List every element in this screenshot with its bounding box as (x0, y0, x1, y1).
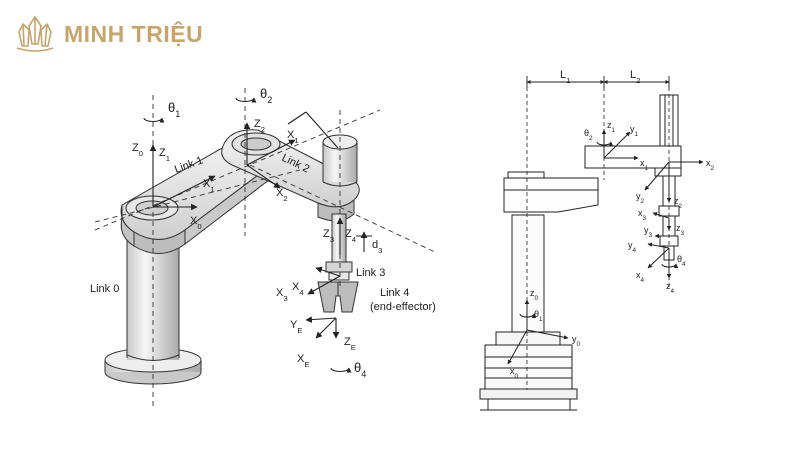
right-scara-diagram (479, 76, 704, 411)
right-x3-label: x3 (638, 208, 647, 222)
link-2-arm (221, 129, 360, 222)
left-dashed-axes (94, 88, 436, 410)
right-labels: L1 L2 θ1 θ2 θ4 z0 z1 z2 z3 z4 x0 x1 x2 x… (510, 69, 715, 380)
xe-label: XE (297, 353, 309, 369)
right-theta2-label: θ2 (584, 128, 593, 142)
link-4-end-effector (317, 281, 359, 313)
right-dimension-lines (526, 76, 670, 88)
d3-label: d3 (372, 239, 382, 255)
ye-label: YE (290, 319, 302, 335)
left-rotation-arrows (143, 97, 352, 373)
right-z1-label: z1 (607, 120, 616, 134)
right-frame-arrows (507, 129, 704, 365)
brand-logo: MINH TRIỆU (14, 14, 203, 54)
right-x0-label: x0 (510, 366, 519, 380)
right-column (511, 214, 545, 333)
ze-label: ZE (344, 336, 356, 352)
right-theta4-label: θ4 (677, 254, 686, 268)
x0-label: X0 (190, 215, 202, 231)
z4-label: Z4 (345, 228, 357, 244)
l1-label: L1 (560, 69, 570, 85)
x2-label: X2 (276, 187, 288, 203)
l2-label: L2 (630, 69, 640, 85)
right-y0-label: y0 (572, 334, 581, 348)
x3-label: X3 (276, 287, 288, 303)
end-effector-label: (end-effector) (370, 301, 436, 313)
right-x2-label: x2 (706, 158, 715, 172)
right-theta1-label: θ1 (534, 309, 543, 323)
theta4-label: θ4 (354, 360, 366, 379)
z0-label: Z0 (132, 142, 143, 158)
right-y1-label: y1 (630, 124, 639, 138)
x1-label-lower: X1 (203, 178, 215, 194)
crystal-cluster-icon (16, 16, 54, 52)
link-3-shaft (325, 213, 353, 281)
left-frame-arrows (149, 111, 368, 339)
z3-label: Z3 (323, 228, 334, 244)
left-scara-diagram (94, 88, 436, 410)
z2-label: Z2 (254, 118, 265, 134)
link-2-motor (322, 134, 358, 187)
right-link-2 (584, 94, 682, 169)
x1-label-upper: X1 (287, 129, 299, 145)
right-z3-label: z3 (676, 223, 685, 237)
right-base (479, 331, 578, 411)
right-y3-label: y3 (644, 225, 653, 239)
link3-label: Link 3 (356, 267, 385, 279)
link0-label: Link 0 (90, 283, 119, 295)
right-z4-label: z4 (666, 281, 675, 295)
right-y2-label: y2 (636, 191, 645, 205)
theta2-label: θ2 (260, 86, 272, 105)
right-link-1 (503, 171, 599, 213)
right-z2-label: z2 (674, 196, 683, 210)
z1-label: Z1 (159, 147, 170, 163)
brand-name: MINH TRIỆU (64, 20, 204, 47)
x4-label: X4 (292, 281, 304, 297)
right-y4-label: y4 (628, 240, 637, 254)
right-rotation-arrows (519, 141, 679, 319)
right-x1-label: x1 (640, 158, 649, 172)
theta1-label: θ1 (168, 100, 180, 119)
right-x4-label: x4 (636, 270, 645, 284)
right-z0-label: z0 (530, 288, 539, 302)
link4-label: Link 4 (380, 287, 409, 299)
